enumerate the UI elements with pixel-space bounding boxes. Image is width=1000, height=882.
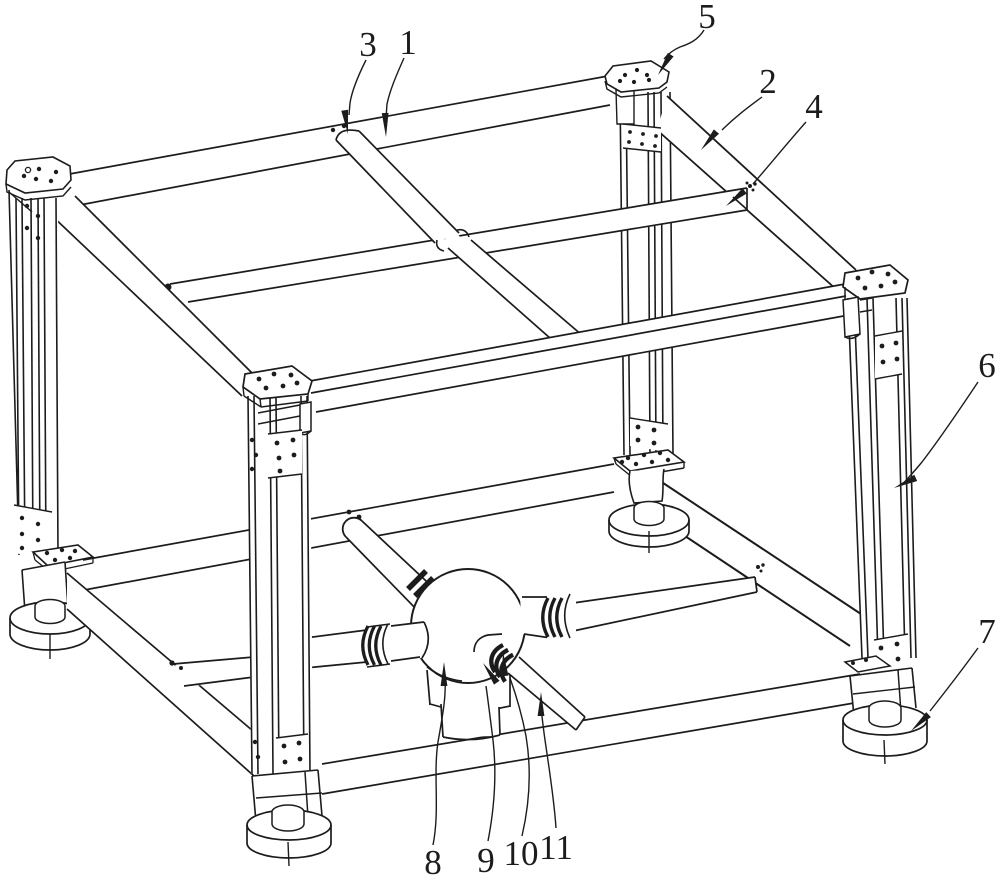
svg-text:8: 8 (424, 843, 442, 877)
svg-text:11: 11 (539, 828, 573, 867)
svg-text:6: 6 (978, 346, 996, 385)
svg-text:7: 7 (978, 612, 996, 651)
svg-text:2: 2 (759, 62, 777, 101)
svg-text:1: 1 (399, 23, 417, 62)
svg-text:10: 10 (504, 834, 539, 873)
svg-text:9: 9 (477, 841, 495, 877)
svg-text:3: 3 (359, 25, 377, 64)
svg-text:5: 5 (698, 0, 716, 36)
svg-text:4: 4 (805, 87, 823, 126)
